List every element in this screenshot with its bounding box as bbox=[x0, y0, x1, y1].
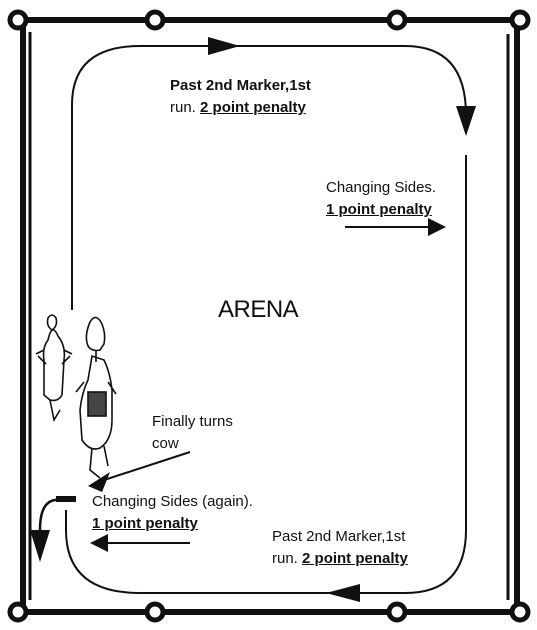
fence-post-icon bbox=[147, 12, 163, 28]
annotation-top-penalty: 2 point penalty bbox=[200, 99, 306, 116]
direction-arrow-icon bbox=[456, 106, 476, 136]
corner-post-icon bbox=[10, 12, 26, 28]
annotation-bottom-right-line1: Past 2nd Marker,1st bbox=[272, 527, 405, 546]
annotation-bottom-right-penalty: 2 point penalty bbox=[302, 550, 408, 567]
annotation-right-penalty: 1 point penalty bbox=[326, 200, 432, 219]
annotation-bottom-right-prefix: run. bbox=[272, 550, 302, 567]
annotation-turn-line1: Finally turns bbox=[152, 412, 233, 431]
direction-arrow-icon bbox=[208, 37, 240, 55]
corner-post-icon bbox=[512, 12, 528, 28]
arena-title: ARENA bbox=[218, 296, 298, 324]
fence-post-icon bbox=[147, 604, 163, 620]
horse-and-rider-icon bbox=[36, 315, 72, 420]
annotation-top-line2: run. 2 point penalty bbox=[170, 98, 306, 117]
annotation-turn-line2: cow bbox=[152, 434, 179, 453]
annotation-bottom-right-line2: run. 2 point penalty bbox=[272, 549, 408, 568]
horse-and-rider-icon bbox=[76, 317, 116, 478]
turn-pointer-line bbox=[104, 452, 190, 480]
fence-post-icon bbox=[389, 12, 405, 28]
exit-curve-arrow bbox=[40, 500, 68, 530]
direction-arrow-icon bbox=[88, 472, 110, 492]
annotation-right-line1: Changing Sides. bbox=[326, 178, 436, 197]
fence-post-icon bbox=[389, 604, 405, 620]
annotation-top-prefix: run. bbox=[170, 99, 200, 116]
annotation-bottom-left-penalty: 1 point penalty bbox=[92, 514, 198, 533]
corner-post-icon bbox=[512, 604, 528, 620]
direction-arrow-icon bbox=[326, 584, 360, 602]
annotation-top-line1: Past 2nd Marker,1st bbox=[170, 76, 311, 95]
annotation-bottom-left-line1: Changing Sides (again). bbox=[92, 492, 253, 511]
corner-post-icon bbox=[10, 604, 26, 620]
direction-arrow-icon bbox=[30, 530, 50, 562]
marker-bar bbox=[56, 496, 76, 502]
